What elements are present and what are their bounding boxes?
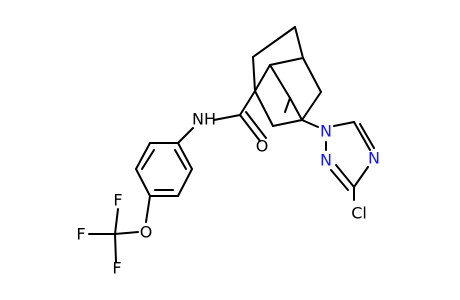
bond	[284, 97, 291, 113]
bond	[114, 208, 119, 235]
triazole-n4-label: N	[368, 149, 380, 168]
trifluoromethoxy-group	[88, 195, 151, 263]
bond	[301, 119, 319, 128]
bond	[145, 195, 151, 223]
bond	[269, 57, 304, 66]
bond	[135, 142, 151, 170]
phenyl-ring	[135, 127, 194, 197]
bond	[177, 168, 193, 197]
carbonyl-oxygen-label: O	[256, 137, 269, 156]
bond	[114, 231, 139, 235]
bond	[289, 97, 303, 121]
bond	[269, 64, 291, 99]
double-bond	[239, 114, 261, 142]
bond	[213, 114, 241, 121]
double-bond	[330, 169, 349, 191]
aromatic-bond	[141, 149, 155, 170]
fluorine-left-label: F	[76, 225, 85, 244]
fluorine-bottom-label: F	[112, 259, 121, 278]
bond	[294, 26, 304, 59]
triazole-n2-label: N	[320, 151, 332, 170]
fluorine-top-label: F	[113, 191, 122, 210]
atom-labels: NH O N N N Cl O F F F	[76, 110, 380, 278]
ether-oxygen-label: O	[140, 223, 153, 242]
double-bond	[245, 111, 267, 139]
triazole-ring	[301, 119, 375, 201]
bond	[333, 121, 355, 127]
amide-group	[213, 90, 267, 142]
bond	[272, 119, 303, 127]
bond	[114, 233, 117, 263]
nh-label: NH	[192, 110, 216, 129]
bond	[301, 91, 322, 121]
bond	[335, 164, 355, 188]
chlorine-label: Cl	[351, 204, 367, 223]
bond	[252, 26, 296, 58]
adamantane-cage	[252, 26, 322, 127]
triazole-n1-label: N	[320, 122, 332, 141]
bond	[135, 168, 151, 197]
bond	[254, 64, 271, 92]
bond	[252, 56, 256, 92]
bond	[254, 90, 274, 127]
bond	[353, 121, 371, 151]
bond	[302, 57, 322, 93]
aromatic-bond	[174, 149, 187, 170]
double-bond	[359, 123, 375, 149]
bond	[353, 166, 369, 188]
bond	[177, 127, 194, 144]
bond	[177, 142, 193, 170]
bond	[239, 90, 256, 116]
